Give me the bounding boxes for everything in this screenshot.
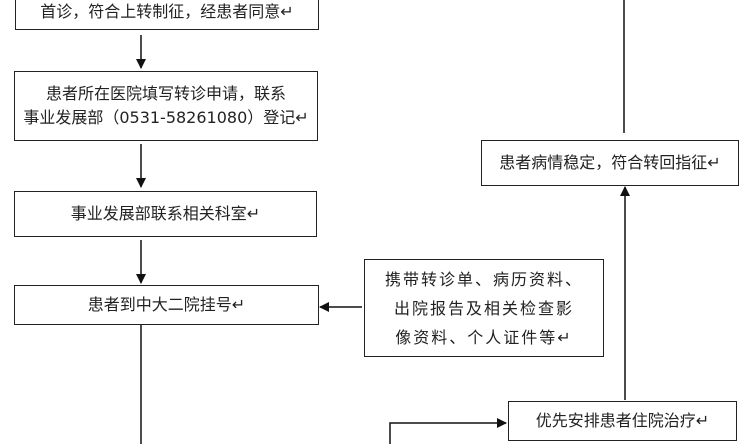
materials-box: 携带转诊单、病历资料、 出院报告及相关检查影 像资料、个人证件等↵ — [364, 259, 604, 357]
materials-text-line1: 携带转诊单、病历资料、 — [384, 269, 583, 289]
first-visit-box: 首诊，符合上转制征，经患者同意↵ — [15, 0, 319, 30]
register-text: 患者到中大二院挂号↵ — [87, 295, 246, 314]
admission-box: 优先安排患者住院治疗↵ — [508, 401, 737, 441]
stable-box: 患者病情稳定，符合转回指征↵ — [481, 140, 739, 186]
contact-dept-text: 事业发展部联系相关科室↵ — [70, 204, 261, 223]
stable-text: 患者病情稳定，符合转回指征↵ — [499, 153, 721, 172]
admission-text: 优先安排患者住院治疗↵ — [535, 411, 710, 430]
apply-text-line1: 患者所在医院填写转诊申请，联系 — [45, 84, 286, 103]
contact-dept-box: 事业发展部联系相关科室↵ — [14, 191, 317, 237]
apply-text-line2: 事业发展部（0531-58261080）登记↵ — [23, 108, 309, 127]
first-visit-text: 首诊，符合上转制征，经患者同意↵ — [40, 2, 294, 21]
apply-box: 患者所在医院填写转诊申请，联系 事业发展部（0531-58261080）登记↵ — [14, 71, 318, 141]
materials-text-line2: 出院报告及相关检查影 — [393, 298, 574, 318]
arrow-to-admission — [389, 418, 507, 444]
materials-text-line3: 像资料、个人证件等↵ — [395, 327, 573, 347]
register-box: 患者到中大二院挂号↵ — [14, 285, 319, 325]
